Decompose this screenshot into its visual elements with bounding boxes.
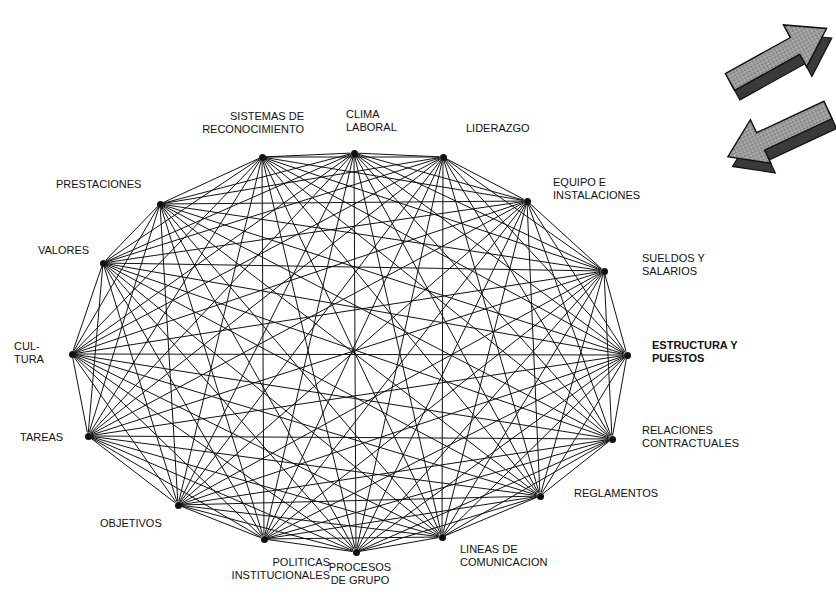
node-dot: TAREAS	[85, 433, 92, 440]
node-dot: EQUIPO E INSTALACIONES	[524, 198, 531, 205]
node-dot: OBJETIVOS	[175, 502, 182, 509]
connector-line	[91, 437, 438, 536]
connector-line	[359, 538, 438, 552]
connector-line	[181, 506, 261, 537]
connector-line	[106, 264, 608, 438]
node-label: OBJETIVOS	[100, 517, 162, 530]
connector-line	[267, 440, 608, 538]
connector-line	[163, 205, 600, 271]
node-dot: RELACIONES CONTRACTUALES	[609, 436, 616, 443]
connector-line	[354, 157, 356, 549]
node-dot: SISTEMAS DE RECONOCIMIENTO	[259, 154, 266, 161]
node-label: PRESTACIONES	[56, 178, 141, 191]
connector-line	[89, 207, 159, 432]
connector-line	[181, 203, 525, 502]
connector-line	[163, 158, 439, 204]
node-label: LINEAS DE COMUNICACION	[460, 543, 560, 569]
connector-line	[181, 440, 608, 505]
node-dot: POLITICAS INSTITUCIONALES	[261, 536, 268, 543]
node-dot: SUELDOS Y SALARIOS	[601, 268, 608, 275]
connector-line	[358, 274, 601, 550]
connector-line	[442, 161, 444, 534]
connector-line	[446, 159, 524, 200]
connector-line	[529, 204, 625, 352]
connector-line	[164, 201, 524, 204]
connector-line	[268, 537, 439, 539]
node-label: SUELDOS Y SALARIOS	[642, 252, 714, 278]
node-label: RELACIONES CONTRACTUALES	[642, 424, 742, 450]
arrow-up-right	[718, 7, 836, 112]
node-dot: CLIMA LABORAL	[351, 150, 358, 157]
connector-line	[445, 497, 537, 535]
connector-line	[359, 440, 609, 550]
node-label: EQUIPO E INSTALACIONES	[553, 176, 653, 202]
connector-line	[75, 356, 439, 536]
connector-line	[163, 206, 537, 494]
connector-line	[91, 203, 524, 435]
connector-line	[445, 357, 625, 534]
connector-line	[73, 266, 102, 350]
node-dot: ESTRUCTURA Y PUESTOS	[624, 352, 631, 359]
node-dot: PRESTACIONES	[157, 201, 164, 208]
node-label: PROCESOS DE GRUPO	[322, 561, 398, 587]
connector-line	[106, 264, 623, 355]
node-dot: CUL- TURA	[69, 351, 76, 358]
connector-line	[73, 357, 88, 432]
connector-line	[163, 154, 350, 203]
connector-line	[74, 357, 176, 502]
node-dot: PROCESOS DE GRUPO	[353, 549, 360, 556]
connector-line	[75, 355, 608, 439]
connector-line	[181, 506, 352, 551]
node-dot: VALORES	[100, 260, 107, 267]
connector-line	[163, 206, 609, 438]
node-label: CLIMA LABORAL	[346, 108, 408, 134]
connector-line	[91, 437, 353, 550]
connector-line	[106, 159, 259, 261]
connector-line	[76, 354, 624, 356]
node-dot: REGLAMENTOS	[537, 493, 544, 500]
connector-line	[74, 207, 158, 351]
node-label: REGLAMENTOS	[574, 487, 658, 500]
connector-line	[162, 207, 355, 549]
connector-line	[264, 160, 538, 494]
connector-line	[105, 207, 157, 261]
arrow-down-left	[718, 88, 836, 188]
connector-line	[105, 266, 353, 550]
connector-line	[162, 207, 439, 535]
node-label: LIDERAZGO	[466, 122, 530, 135]
connector-line	[161, 207, 263, 535]
connector-line	[527, 205, 540, 493]
connector-line	[530, 203, 602, 268]
node-label: SISTEMAS DE RECONOCIMIENTO	[192, 110, 304, 136]
connector-line	[613, 358, 627, 435]
connector-line	[267, 273, 602, 537]
connector-line	[358, 153, 440, 157]
node-dot: LIDERAZGO	[440, 154, 447, 161]
connector-line	[266, 153, 351, 157]
connector-line	[106, 154, 351, 261]
node-label: POLITICAS INSTITUCIONALES	[216, 556, 330, 582]
connector-line	[445, 160, 624, 353]
connector-line	[91, 438, 261, 537]
connector-line	[75, 356, 262, 536]
node-label: ESTRUCTURA Y PUESTOS	[652, 339, 756, 365]
connector-line	[91, 272, 600, 435]
connector-line	[88, 266, 102, 432]
node-label: CUL- TURA	[14, 340, 50, 366]
connector-line	[605, 274, 626, 351]
connector-line	[91, 438, 175, 503]
connector-line	[160, 207, 178, 501]
node-dot: LINEAS DE COMUNICACION	[439, 534, 446, 541]
node-label: TAREAS	[20, 431, 63, 444]
connector-line	[359, 497, 536, 551]
connector-line	[181, 273, 601, 504]
node-label: VALORES	[38, 244, 89, 257]
connector-line	[182, 496, 537, 505]
